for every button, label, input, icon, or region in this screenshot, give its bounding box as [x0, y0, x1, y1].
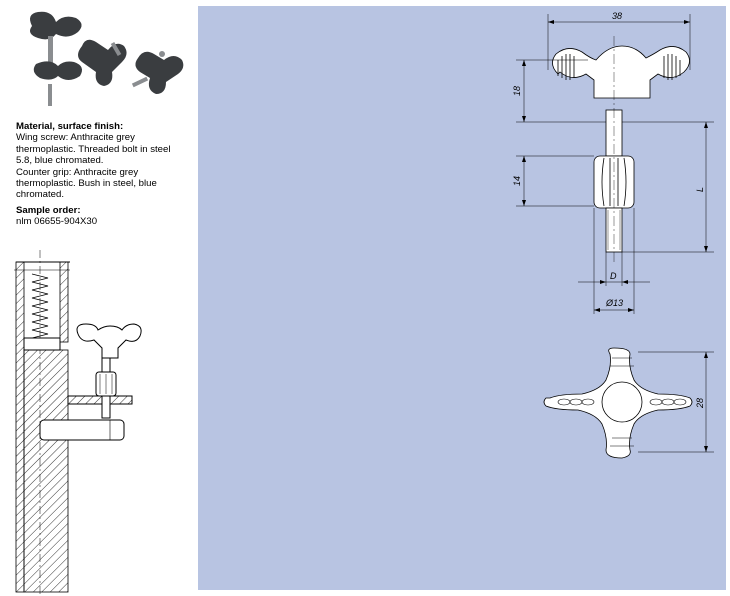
- assembly-drawing: [14, 250, 142, 596]
- dim-head-height: 18: [512, 86, 522, 96]
- description-text: Material, surface finish: Wing screw: An…: [16, 121, 194, 228]
- technical-drawing-panel: 38 18 14 L D Ø13 28: [198, 6, 726, 590]
- dim-grip-height: 14: [512, 176, 522, 186]
- sample-order-value: nlm 06655-904X30: [16, 216, 98, 228]
- dim-width: 38: [612, 11, 622, 21]
- sample-order-heading: Sample order:: [16, 204, 81, 216]
- dim-thread: D: [610, 271, 617, 281]
- material-line: Counter grip: Anthracite grey: [16, 166, 139, 178]
- material-heading: Material, surface finish:: [16, 121, 124, 132]
- material-line: thermoplastic. Bush in steel, blue: [16, 178, 157, 190]
- material-line: Wing screw: Anthracite grey: [16, 132, 135, 144]
- left-column: Material, surface finish: Wing screw: An…: [0, 0, 198, 596]
- dim-top-view-width: 28: [695, 398, 705, 409]
- material-line: thermoplastic. Threaded bolt in steel: [16, 143, 171, 155]
- dim-length: L: [695, 187, 705, 192]
- dim-grip-diameter: Ø13: [605, 298, 623, 308]
- material-line: 5.8, blue chromated.: [16, 155, 104, 167]
- material-line: chromated.: [16, 189, 64, 201]
- product-photo: [30, 11, 184, 106]
- technical-drawing: 38 18 14 L D Ø13 28: [512, 11, 714, 459]
- photo-wing-screw-1: [30, 11, 82, 106]
- photo-wing-screw-3: [131, 51, 184, 94]
- photo-wing-screw-2: [78, 39, 127, 86]
